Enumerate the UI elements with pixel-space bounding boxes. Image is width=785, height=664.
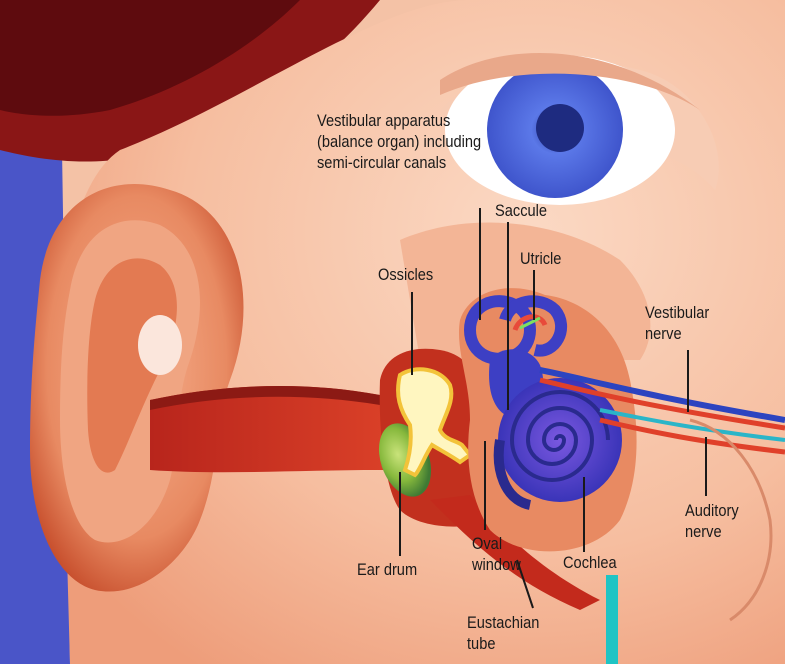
eye-pupil <box>536 104 584 152</box>
label-utricle: Utricle <box>520 248 561 269</box>
label-auditory-nerve: Auditory nerve <box>685 500 739 542</box>
label-eustachian-tube: Eustachian tube <box>467 612 539 654</box>
label-cochlea: Cochlea <box>563 552 617 573</box>
label-vestibular-nerve: Vestibular nerve <box>645 302 709 344</box>
accent-bar <box>606 575 618 664</box>
label-ossicles: Ossicles <box>378 264 433 285</box>
label-vestibular-apparatus: Vestibular apparatus (balance organ) inc… <box>317 110 481 173</box>
label-oval-window: Oval window <box>472 533 521 575</box>
label-ear-drum: Ear drum <box>357 559 417 580</box>
label-saccule: Saccule <box>495 200 547 221</box>
